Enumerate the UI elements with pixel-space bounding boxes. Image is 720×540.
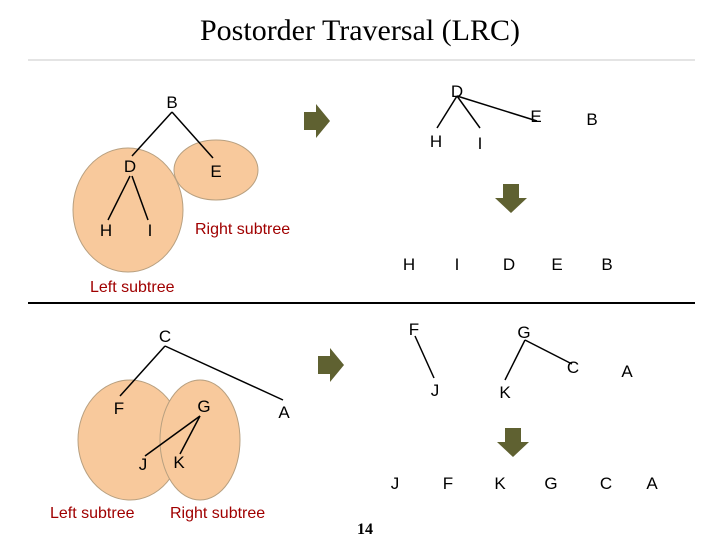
tree-edge [179,415,201,455]
tree2-node-right: A [278,403,290,422]
arrow-right-icon [304,104,330,138]
tree-edge [144,415,201,457]
tree2-node-left-right: G [197,397,210,416]
tree-edge [131,175,149,221]
step1-sub-node: I [478,134,483,153]
step-edge [456,95,538,122]
tree-edge [164,345,284,401]
step1-node: B [586,110,597,129]
tree2-node-left: F [114,399,124,418]
result2-node: J [391,474,400,493]
result1-node: I [455,255,460,274]
arrow-down-icon [495,184,527,213]
step-edge [524,339,573,365]
result1-node: H [403,255,415,274]
result1-node: B [601,255,612,274]
tree1-node-left-left: H [100,221,112,240]
result2-node: A [646,474,658,493]
result2-node: G [544,474,557,493]
step1-node: E [530,107,541,126]
tree1-node-right: E [210,162,221,181]
step2-sub-node: C [567,358,579,377]
tree-edge [107,175,131,221]
arrow-down-icon [497,428,529,457]
result2-node: K [494,474,506,493]
right-subtree-region [159,379,241,501]
tree1-node-left: D [124,157,136,176]
step1-node: D [451,82,463,101]
page-number: 14 [357,521,373,538]
left-subtree-region [72,147,184,273]
step-edge [414,335,435,379]
step2-node: G [517,323,530,342]
result1-node: E [551,255,562,274]
step-edge [456,95,481,129]
step2-sub-node: J [431,381,440,400]
tree2-node-root: C [159,327,171,346]
right-subtree-label: Right subtree [170,505,265,522]
page-title: Postorder Traversal (LRC) [200,14,520,47]
result2-node: F [443,474,453,493]
right-subtree-region [173,139,259,201]
step2-sub-node: A [621,362,633,381]
step-edge [504,339,526,381]
tree2-node-lr-right: K [173,453,185,472]
step2-sub-node: K [499,383,511,402]
tree1-node-root: B [166,93,177,112]
tree-edge [119,345,166,397]
result1-node: D [503,255,515,274]
tree-edge [131,111,173,157]
arrow-right-icon [318,348,344,382]
step2-node: F [409,320,419,339]
tree2-node-lr-left: J [139,455,148,474]
right-subtree-label: Right subtree [195,221,290,238]
result2-node: C [600,474,612,493]
step-edge [436,95,458,129]
left-subtree-label: Left subtree [90,279,175,296]
left-subtree-label: Left subtree [50,505,135,522]
step1-sub-node: H [430,132,442,151]
tree-edge [171,111,214,159]
tree1-node-left-right: I [148,221,153,240]
